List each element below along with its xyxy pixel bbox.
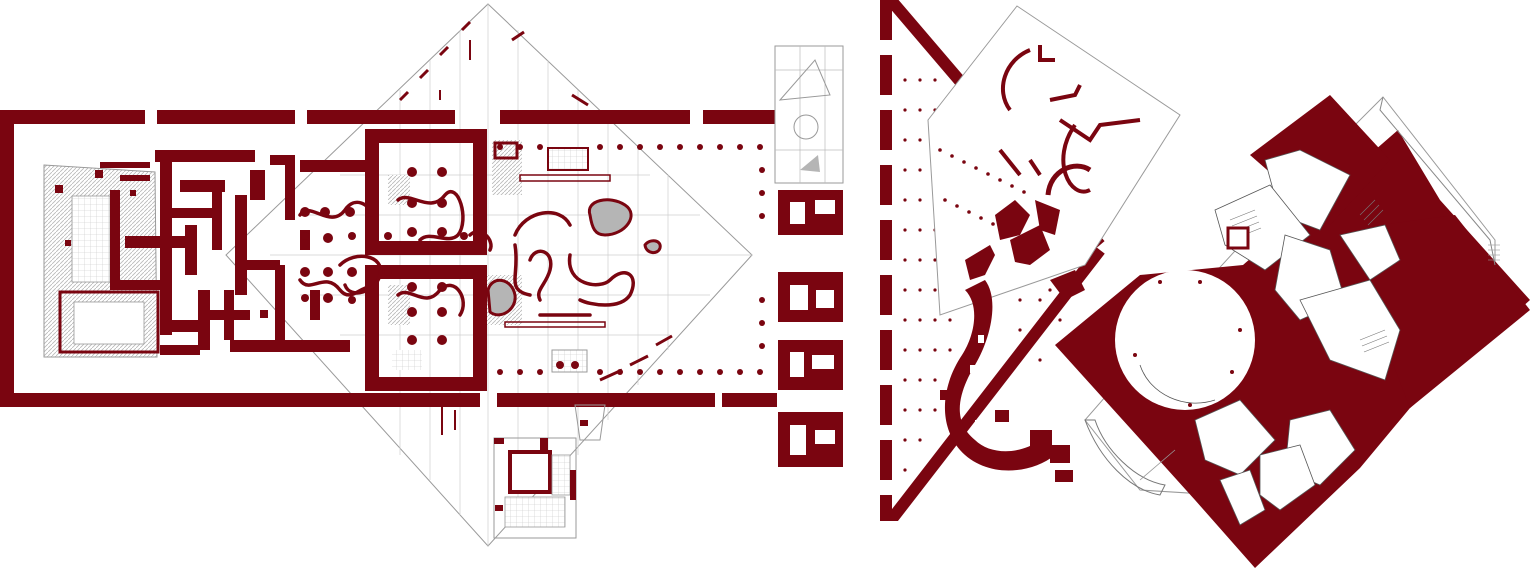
curved-walls [298, 190, 635, 317]
site-inset-plan [774, 45, 844, 467]
site-inset-walls [778, 190, 843, 467]
wedge-curved-gallery [944, 280, 1055, 471]
central-pavilions [365, 129, 611, 391]
wedge-inner-arc [1045, 163, 1092, 196]
wedge-room-cluster [965, 200, 1085, 300]
wedge-inner-walls [998, 45, 1141, 194]
rectangular-complex-plan [0, 3, 777, 547]
colonnade-dots [497, 144, 765, 375]
rotunda-right-arm [1380, 215, 1530, 408]
circular-rotunda-plan [1055, 95, 1530, 568]
wedge-back-wall [880, 10, 892, 515]
rotunda-inner-arc [1139, 364, 1216, 404]
left-room-block [43, 150, 375, 358]
site-inset-frame [774, 45, 844, 184]
triangular-wedge-plan [880, 0, 1181, 521]
shaded-blobs [486, 198, 662, 317]
column-dots [300, 167, 468, 345]
bottom-annex [493, 404, 606, 539]
rotunda-circle [1115, 270, 1255, 410]
outer-walls [0, 110, 777, 407]
rotunda-curved-ramp [1084, 419, 1166, 496]
wedge-small-rooms [940, 390, 1073, 482]
wedge-dash-rows [938, 148, 1026, 226]
wedge-inner-panel [927, 5, 1181, 316]
rotunda-interior-cutouts [1194, 149, 1401, 526]
